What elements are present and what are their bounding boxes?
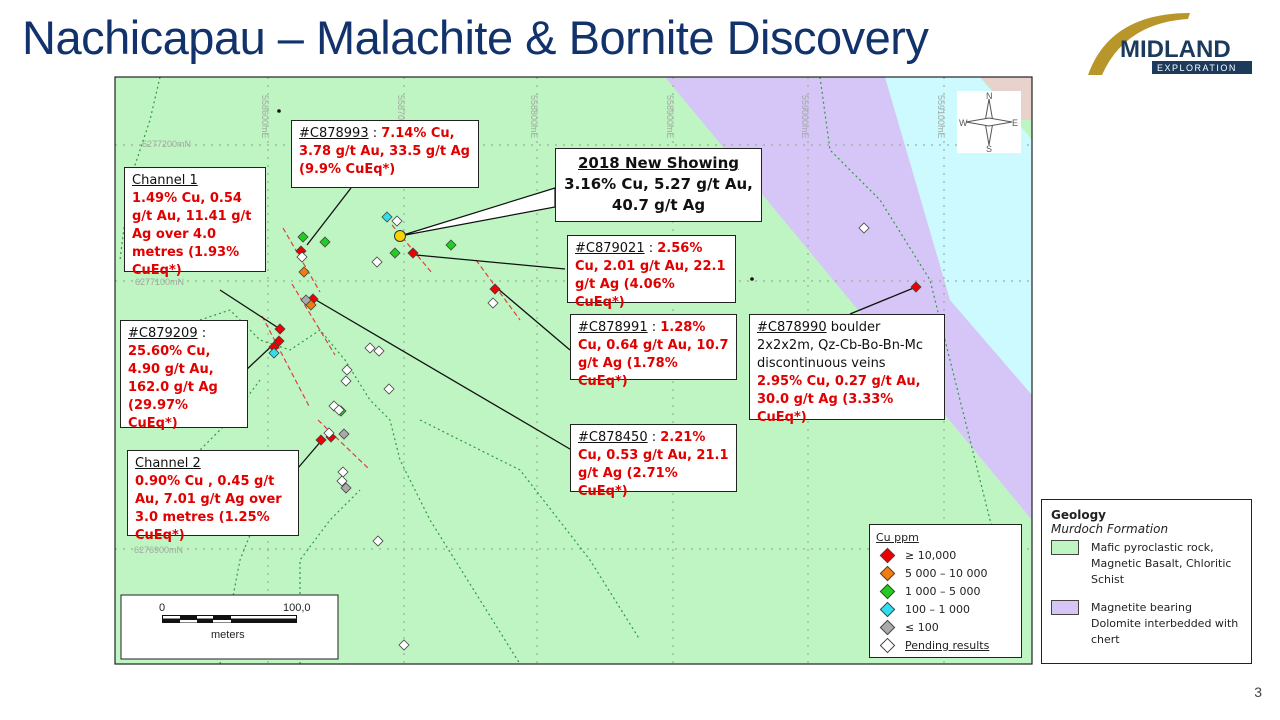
geology-legend-title: Geology [1051,508,1107,522]
sample-marker [300,294,312,306]
sample-marker [315,434,327,446]
easting-label: 558600mE [260,95,270,139]
svg-text:E: E [1012,118,1018,128]
scale-bar: 0 100,0 meters [120,594,339,660]
sample-marker [381,211,393,223]
callout-c878990: #C878990 boulder 2x2x2m, Qz-Cb-Bo-Bn-Mc … [749,314,945,425]
sample-marker [371,256,383,268]
sample-marker [372,535,384,547]
callout-new-showing: 2018 New Showing 3.16% Cu, 5.27 g/t Au, … [555,148,762,222]
sample-marker [319,236,331,248]
page-number: 3 [1254,684,1262,700]
svg-text:MIDLAND: MIDLAND [1120,36,1231,63]
sample-marker [268,347,280,359]
diamond-icon [879,619,896,635]
cu-legend-item: ≥ 10,000 [876,546,1015,564]
sample-marker [297,231,309,243]
water-unit [885,77,1032,395]
sample-marker [389,247,401,259]
callout-c878991: #C878991 : 1.28% Cu, 0.64 g/t Au, 10.7 g… [570,314,737,389]
svg-text:100,0: 100,0 [283,602,311,614]
sample-marker [858,222,870,234]
sample-marker [445,239,457,251]
diamond-icon [879,601,896,617]
sample-marker [340,375,352,387]
northing-label: 6276900mN [134,545,183,555]
diamond-icon [879,547,896,563]
sample-marker [364,342,376,354]
northing-label: 6277200mN [142,139,191,149]
sample-marker [373,345,385,357]
sample-marker [341,364,353,376]
sample-marker [383,383,395,395]
sample-marker [333,404,345,416]
callout-c878993: #C878993 : 7.14% Cu, 3.78 g/t Au, 33.5 g… [291,120,479,188]
callout-c879209: #C879209 :25.60% Cu, 4.90 g/t Au, 162.0 … [120,320,248,431]
sample-marker [407,247,419,259]
cu-legend-item: ≤ 100 [876,618,1015,636]
callout-pointers [219,187,917,476]
sample-marker [273,335,285,347]
mafic-swatch [1051,540,1079,555]
sample-marker [489,283,501,295]
easting-label: 558800mE [529,95,539,139]
diamond-icon [879,565,896,581]
dolomite-swatch [1051,600,1079,615]
cu-legend-title: Cu ppm [876,531,919,544]
sample-marker [296,251,308,263]
sample-marker [487,297,499,309]
geology-item-dolomite: Magnetite bearing Dolomite interbedded w… [1051,600,1242,648]
easting-label: 559100mE [936,95,946,139]
sample-marker [391,215,403,227]
sample-marker [910,281,922,293]
callout-channel-2: Channel 2 0.90% Cu , 0.45 g/t Au, 7.01 g… [127,450,299,543]
cu-legend-item: 1 000 – 5 000 [876,582,1015,600]
sample-marker [323,427,335,439]
svg-text:0: 0 [159,602,165,614]
callout-c879021: #C879021 : 2.56% Cu, 2.01 g/t Au, 22.1 g… [567,235,736,310]
sample-marker [298,266,310,278]
geology-item-mafic: Mafic pyroclastic rock, Magnetic Basalt,… [1051,540,1242,588]
svg-text:W: W [959,118,968,128]
easting-label: 558700mE [396,95,406,139]
sample-marker [338,428,350,440]
cu-legend-item: Pending results [876,636,1015,654]
easting-label: 558900mE [665,95,675,139]
sample-marker [336,475,348,487]
geology-legend: Geology Murdoch Formation Mafic pyroclas… [1041,499,1252,664]
compass-rose: N S W E [957,91,1021,154]
callout-c878450: #C878450 : 2.21% Cu, 0.53 g/t Au, 21.1 g… [570,424,737,499]
sample-marker [340,482,352,494]
diamond-icon [879,637,896,653]
northing-label: 6277100mN [135,277,184,287]
svg-text:N: N [986,91,993,101]
sample-marker [398,639,410,651]
sample-marker [274,323,286,335]
cu-legend-item: 5 000 – 10 000 [876,564,1015,582]
new-showing-marker [394,230,406,242]
diamond-icon [879,583,896,599]
svg-text:S: S [986,144,992,154]
geology-legend-subtitle: Murdoch Formation [1051,522,1169,536]
svg-text:meters: meters [211,629,245,641]
easting-label: 559000mE [800,95,810,139]
page-title: Nachicapau – Malachite & Bornite Discove… [22,11,929,64]
svg-text:EXPLORATION: EXPLORATION [1157,63,1237,73]
midland-logo: MIDLAND EXPLORATION [1080,5,1280,100]
callout-channel-1: Channel 1 1.49% Cu, 0.54 g/t Au, 11.41 g… [124,167,266,278]
cu-legend-item: 100 – 1 000 [876,600,1015,618]
